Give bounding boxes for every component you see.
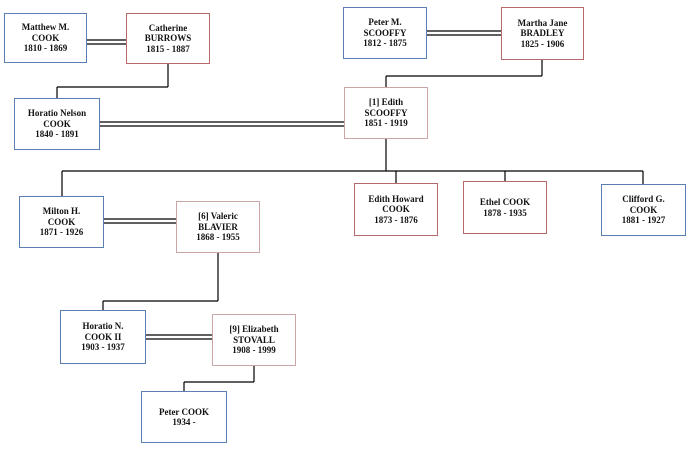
person-dates: 1903 - 1937 [81, 342, 125, 353]
person-name: Edith Howard COOK [368, 193, 424, 215]
person-name: Milton H. COOK [42, 206, 81, 227]
person-name: Ethel COOK [479, 197, 531, 207]
person-name: Peter M. SCOOFFY [363, 17, 407, 38]
person-name: [1] Edith SCOOFFY [364, 97, 408, 118]
person-name: Martha Jane BRADLEY [517, 17, 568, 39]
person-box-horatio-nelson-cook[interactable]: Horatio Nelson COOK 1840 - 1891 [14, 98, 100, 150]
person-box-peter-m-scooffy[interactable]: Peter M. SCOOFFY 1812 - 1875 [343, 7, 427, 59]
person-dates: 1868 - 1955 [196, 232, 240, 243]
person-box-clifford-cook[interactable]: Clifford G. COOK 1881 - 1927 [601, 184, 686, 236]
person-box-edith-howard-cook[interactable]: Edith Howard COOK 1873 - 1876 [354, 183, 438, 236]
person-dates: 1810 - 1869 [23, 43, 68, 54]
person-name: Peter COOK [158, 406, 210, 417]
person-dates: 1815 - 1887 [146, 43, 190, 54]
person-dates: 1881 - 1927 [621, 215, 666, 226]
person-box-peter-cook[interactable]: Peter COOK 1934 - [141, 391, 227, 443]
person-dates: 1871 - 1926 [39, 227, 84, 238]
person-box-matthew-cook[interactable]: Matthew M. COOK 1810 - 1869 [4, 13, 87, 63]
person-box-catherine-burrows[interactable]: Catherine BURROWS 1815 - 1887 [126, 13, 210, 64]
person-box-elizabeth-stovall[interactable]: [9] Elizabeth STOVALL 1908 - 1999 [212, 314, 296, 366]
person-dates: 1840 - 1891 [35, 129, 79, 140]
person-dates: 1908 - 1999 [232, 345, 276, 356]
person-dates: 1851 - 1919 [364, 118, 408, 129]
person-dates: 1873 - 1876 [374, 214, 418, 225]
person-box-milton-cook[interactable]: Milton H. COOK 1871 - 1926 [19, 196, 104, 248]
person-box-ethel-cook[interactable]: Ethel COOK 1878 - 1935 [463, 181, 547, 234]
person-name: [9] Elizabeth STOVALL [229, 324, 279, 345]
person-box-edith-scooffy[interactable]: [1] Edith SCOOFFY 1851 - 1919 [344, 87, 428, 139]
person-box-valerie-blavier[interactable]: [6] Valeric BLAVIER 1868 - 1955 [176, 201, 260, 253]
person-dates: 1812 - 1875 [363, 38, 407, 49]
person-name: Matthew M. COOK [21, 22, 70, 43]
person-box-horatio-cook-ii[interactable]: Horatio N. COOK II 1903 - 1937 [60, 310, 146, 364]
person-dates: 1825 - 1906 [520, 38, 565, 49]
person-name: Horatio Nelson COOK [27, 108, 87, 129]
person-name: Horatio N. COOK II [82, 321, 124, 342]
person-name: Catherine BURROWS [144, 22, 192, 44]
person-box-martha-bradley[interactable]: Martha Jane BRADLEY 1825 - 1906 [501, 7, 584, 60]
person-dates: 1934 - [172, 417, 196, 427]
person-name: [6] Valeric BLAVIER [198, 211, 238, 232]
person-name: Clifford G. COOK [622, 194, 665, 215]
person-dates: 1878 - 1935 [483, 207, 527, 218]
